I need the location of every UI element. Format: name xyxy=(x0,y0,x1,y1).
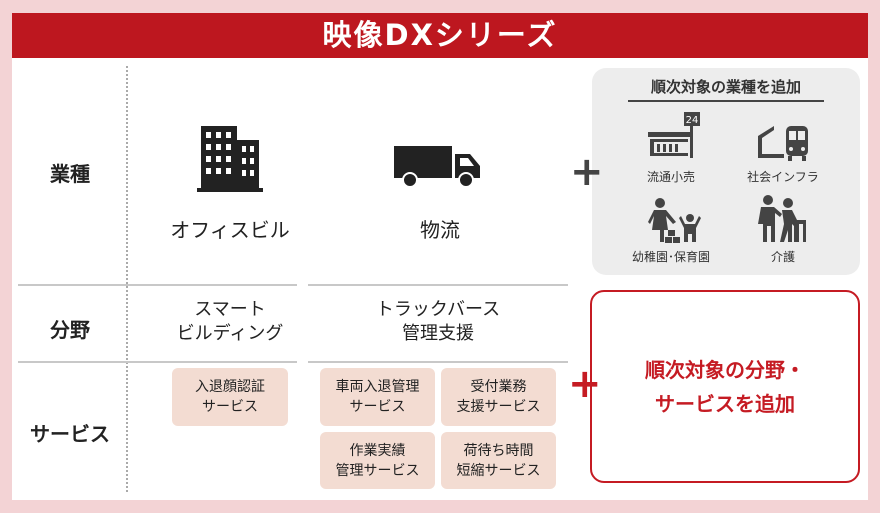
field-smart-building: スマート ビルディング xyxy=(150,298,310,346)
plus-icon: + xyxy=(568,361,602,407)
future-services-box: 順次対象の分野・ サービスを追加 xyxy=(590,290,860,483)
service-line: サービス xyxy=(349,399,406,415)
divider xyxy=(308,361,568,363)
field-line: ビルディング xyxy=(176,323,284,344)
divider xyxy=(308,284,568,286)
industry-childcare: 幼稚園･保育園 xyxy=(631,250,710,264)
divider-vertical xyxy=(126,66,128,492)
store-badge: 24 xyxy=(686,115,699,126)
divider xyxy=(18,361,297,363)
service-chip: 作業実績管理サービス xyxy=(320,432,435,489)
train-icon xyxy=(758,126,808,161)
row-label-industry: 業種 xyxy=(50,162,90,186)
service-line: 短縮サービス xyxy=(456,462,541,479)
industry-infrastructure: 社会インフラ xyxy=(747,170,819,184)
future-services-line: 順次対象の分野・ xyxy=(645,357,805,382)
service-line: 受付業務 xyxy=(470,379,527,395)
industry-nursing-care: 介護 xyxy=(770,250,795,264)
industry-logistics: 物流 xyxy=(420,218,460,242)
service-line: 支援サービス xyxy=(456,399,541,415)
field-line: スマート xyxy=(194,299,266,320)
service-chip: 車両入退管理サービス xyxy=(320,368,435,426)
field-line: 管理支援 xyxy=(402,323,474,344)
service-line: 荷待ち時間 xyxy=(463,442,534,459)
service-line: 作業実績 xyxy=(349,442,406,459)
service-line: 車両入退管理 xyxy=(335,379,420,395)
service-line: サービス xyxy=(202,399,258,415)
nursing-care-icon xyxy=(758,195,806,242)
service-chip: 荷待ち時間短縮サービス xyxy=(441,432,556,489)
service-line: 入退顔認証 xyxy=(195,379,265,395)
future-industries-box: 順次対象の業種を追加 24 流通小売 社会インフラ 幼稚園･保育園 介護 xyxy=(592,68,860,275)
industry-office-building: オフィスビル xyxy=(170,218,290,242)
childcare-icon xyxy=(648,198,701,243)
industry-retail: 流通小売 xyxy=(646,170,695,184)
title-underline xyxy=(628,100,824,102)
service-line: 管理サービス xyxy=(335,462,420,479)
page-title: 映像DXシリーズ xyxy=(12,13,868,58)
future-industries-title: 順次対象の業種を追加 xyxy=(650,78,801,96)
convenience-store-icon: 24 xyxy=(648,112,700,158)
office-building-icon xyxy=(197,126,263,192)
row-label-field: 分野 xyxy=(50,318,90,342)
future-services-line: サービスを追加 xyxy=(655,391,795,416)
divider xyxy=(18,284,297,286)
field-line: トラックバース xyxy=(375,299,501,320)
service-chip: 受付業務支援サービス xyxy=(441,368,556,426)
service-chip: 入退顔認証サービス xyxy=(172,368,288,426)
plus-icon: + xyxy=(570,149,604,195)
field-truck-berth: トラックバース 管理支援 xyxy=(338,298,538,346)
row-label-service: サービス xyxy=(30,422,110,446)
truck-icon xyxy=(394,146,480,188)
